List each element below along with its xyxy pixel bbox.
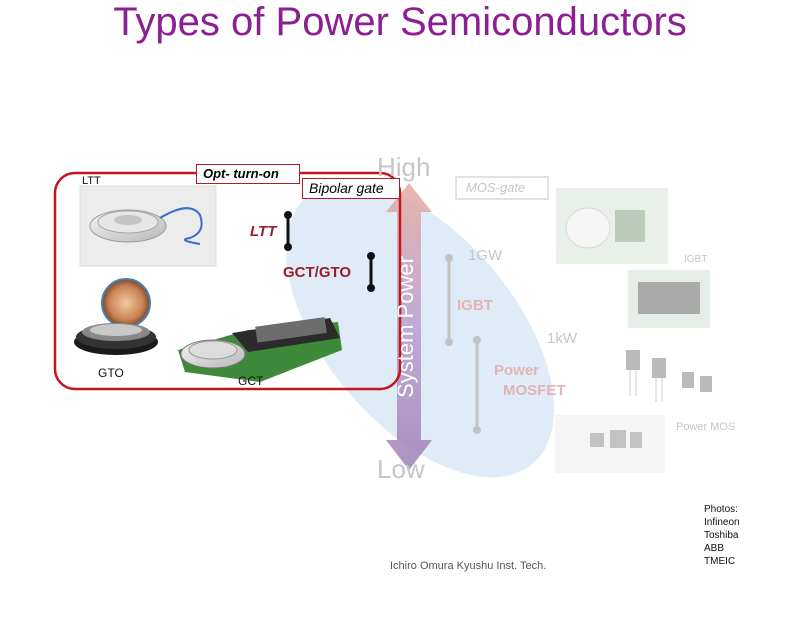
power-mosfet-range-bar xyxy=(473,336,481,434)
credit-source: Toshiba xyxy=(704,530,739,541)
level-1kw-label: 1kW xyxy=(547,330,577,347)
igbt-package-photo xyxy=(628,270,710,328)
axis-low-label: Low xyxy=(377,454,425,484)
credit-source: TMEIC xyxy=(704,556,736,567)
gct-photo xyxy=(178,317,342,382)
igbt-range-bar xyxy=(445,254,453,346)
gct-gto-range-bar xyxy=(367,252,375,292)
gct-photo-label: GCT xyxy=(238,374,264,388)
photo-credits: Photos: Infineon Toshiba ABB TMEIC xyxy=(704,503,740,568)
ltt-range-bar xyxy=(284,211,292,251)
ltt-photo-label: LTT xyxy=(82,175,101,187)
gto-photo xyxy=(74,278,158,355)
system-power-label: System Power xyxy=(393,256,418,398)
igbt-range-label: IGBT xyxy=(457,297,493,314)
igbt-module-photo xyxy=(556,188,668,264)
slide-title: Types of Power Semiconductors xyxy=(113,0,687,44)
bipolar-gate-label: Bipolar gate xyxy=(302,178,400,199)
mos-gate-box xyxy=(455,176,549,200)
credits-heading: Photos: xyxy=(704,504,738,515)
system-power-arrow xyxy=(386,183,432,470)
ltt-range-label: LTT xyxy=(250,223,277,240)
credit-source: ABB xyxy=(704,543,725,554)
gto-photo-label: GTO xyxy=(98,366,124,380)
gct-gto-range-label: GCT/GTO xyxy=(283,264,352,281)
power-mos-to220-photo xyxy=(626,350,712,402)
ltt-photo xyxy=(79,185,217,267)
opt-turn-on-label: Opt- turn-on xyxy=(196,164,300,184)
level-1gw-label: 1GW xyxy=(468,247,503,264)
credit-source: Infineon xyxy=(704,517,740,528)
mos-gate-label: MOS-gate xyxy=(466,180,526,195)
axis-high-label: High xyxy=(377,152,431,182)
author-credit: Ichiro Omura Kyushu Inst. Tech. xyxy=(390,560,547,572)
power-mosfet-label-line1: Power xyxy=(494,362,540,379)
igbt-photo-label: IGBT xyxy=(684,254,708,265)
power-mosfet-label-line2: MOSFET xyxy=(503,382,566,399)
power-mos-photo-label: Power MOS xyxy=(676,421,736,433)
power-mos-smd-photo xyxy=(555,415,665,473)
